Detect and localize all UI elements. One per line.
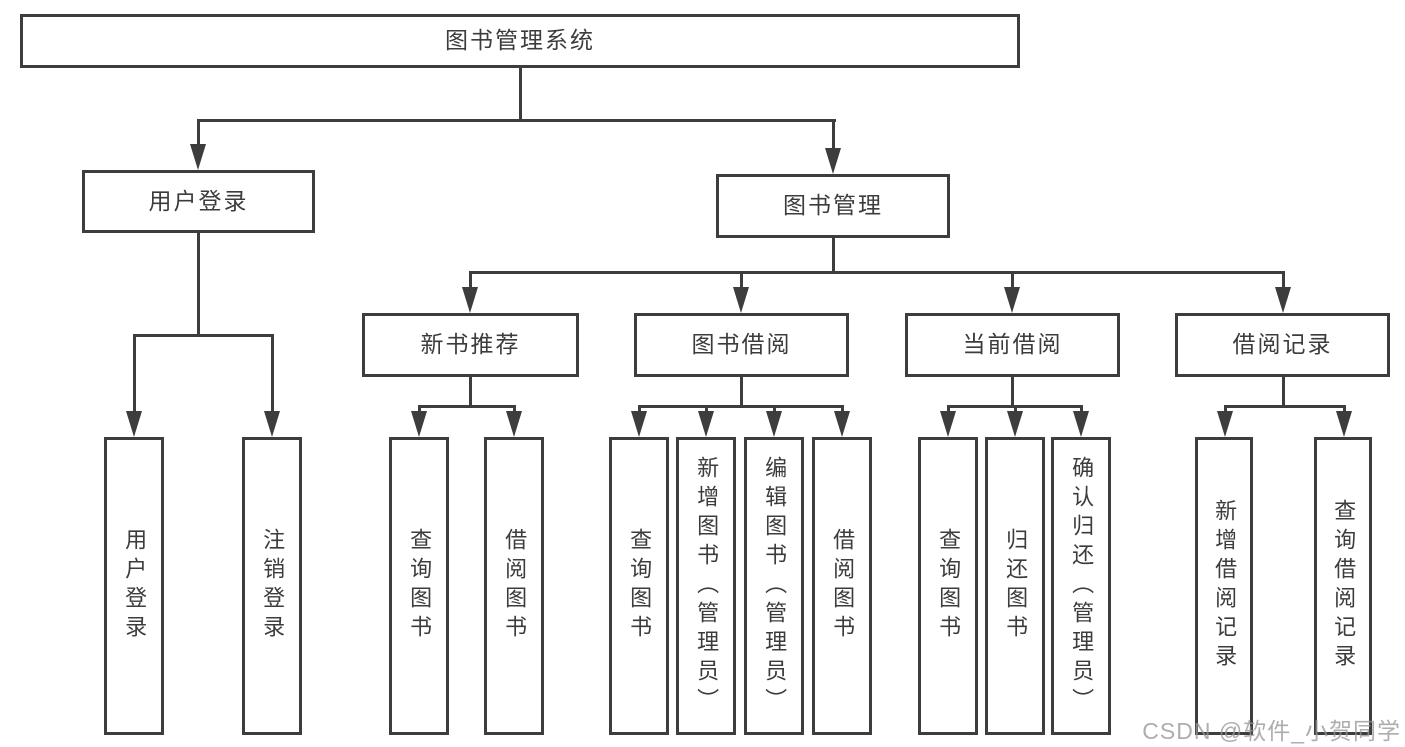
arrow-down-icon — [1004, 287, 1020, 313]
arrow-down-icon — [1073, 411, 1089, 437]
arrow-down-icon — [1007, 411, 1023, 437]
node-root: 图书管理系统 — [20, 14, 1020, 68]
node-book-borrow: 图书借阅 — [634, 313, 849, 377]
connector-vline — [518, 68, 522, 122]
arrow-down-icon — [411, 411, 427, 437]
leaf-borrow-book-borrow: 借阅图书 — [812, 437, 872, 735]
arrow-down-icon — [1217, 411, 1233, 437]
connector-vline — [1010, 377, 1014, 408]
connector-vline — [831, 238, 835, 274]
arrow-down-icon — [462, 287, 478, 313]
connector-hline — [1223, 404, 1346, 408]
connector-vline — [739, 272, 743, 295]
connector-vline — [196, 120, 200, 152]
connector-hline — [946, 404, 1083, 408]
arrow-down-icon — [190, 144, 206, 170]
node-borrow-records: 借阅记录 — [1175, 313, 1390, 377]
leaf-borrow-book-recommend: 借阅图书 — [484, 437, 544, 735]
csdn-watermark: CSDN @软件_小贺同学 — [1142, 718, 1401, 744]
leaf-user-login: 用户登录 — [104, 437, 164, 735]
arrow-down-icon — [825, 148, 841, 174]
connector-hline — [637, 404, 844, 408]
connector-vline — [468, 272, 472, 295]
connector-vline — [831, 120, 835, 156]
node-new-book-recommend: 新书推荐 — [362, 313, 579, 377]
leaf-logout: 注销登录 — [242, 437, 302, 735]
connector-hline — [468, 270, 1285, 274]
leaf-confirm-return-admin: 确认归还（管理员） — [1051, 437, 1111, 735]
arrow-down-icon — [698, 411, 714, 437]
connector-hline — [196, 118, 836, 122]
connector-vline — [468, 377, 472, 408]
leaf-query-book-recommend: 查询图书 — [389, 437, 449, 735]
leaf-query-borrow-record: 查询借阅记录 — [1314, 437, 1372, 735]
leaf-query-book-current: 查询图书 — [918, 437, 978, 735]
arrow-down-icon — [733, 287, 749, 313]
arrow-down-icon — [766, 411, 782, 437]
leaf-query-book-borrow: 查询图书 — [609, 437, 669, 735]
connector-hline — [417, 404, 516, 408]
node-current-borrow: 当前借阅 — [905, 313, 1120, 377]
connector-hline — [132, 333, 274, 337]
arrow-down-icon — [506, 411, 522, 437]
connector-vline — [1010, 272, 1014, 295]
arrow-down-icon — [834, 411, 850, 437]
leaf-return-book: 归还图书 — [985, 437, 1045, 735]
connector-vline — [132, 335, 136, 419]
node-user-login-branch: 用户登录 — [82, 170, 315, 233]
connector-vline — [196, 233, 200, 337]
connector-vline — [270, 335, 274, 419]
arrow-down-icon — [1336, 411, 1352, 437]
node-book-management: 图书管理 — [716, 174, 950, 238]
arrow-down-icon — [940, 411, 956, 437]
arrow-down-icon — [126, 411, 142, 437]
connector-vline — [1281, 377, 1285, 408]
leaf-add-book-admin: 新增图书（管理员） — [676, 437, 736, 735]
connector-vline — [1281, 272, 1285, 295]
connector-vline — [739, 377, 743, 408]
arrow-down-icon — [264, 411, 280, 437]
leaf-edit-book-admin: 编辑图书（管理员） — [744, 437, 804, 735]
leaf-add-borrow-record: 新增借阅记录 — [1195, 437, 1253, 735]
arrow-down-icon — [631, 411, 647, 437]
arrow-down-icon — [1275, 287, 1291, 313]
